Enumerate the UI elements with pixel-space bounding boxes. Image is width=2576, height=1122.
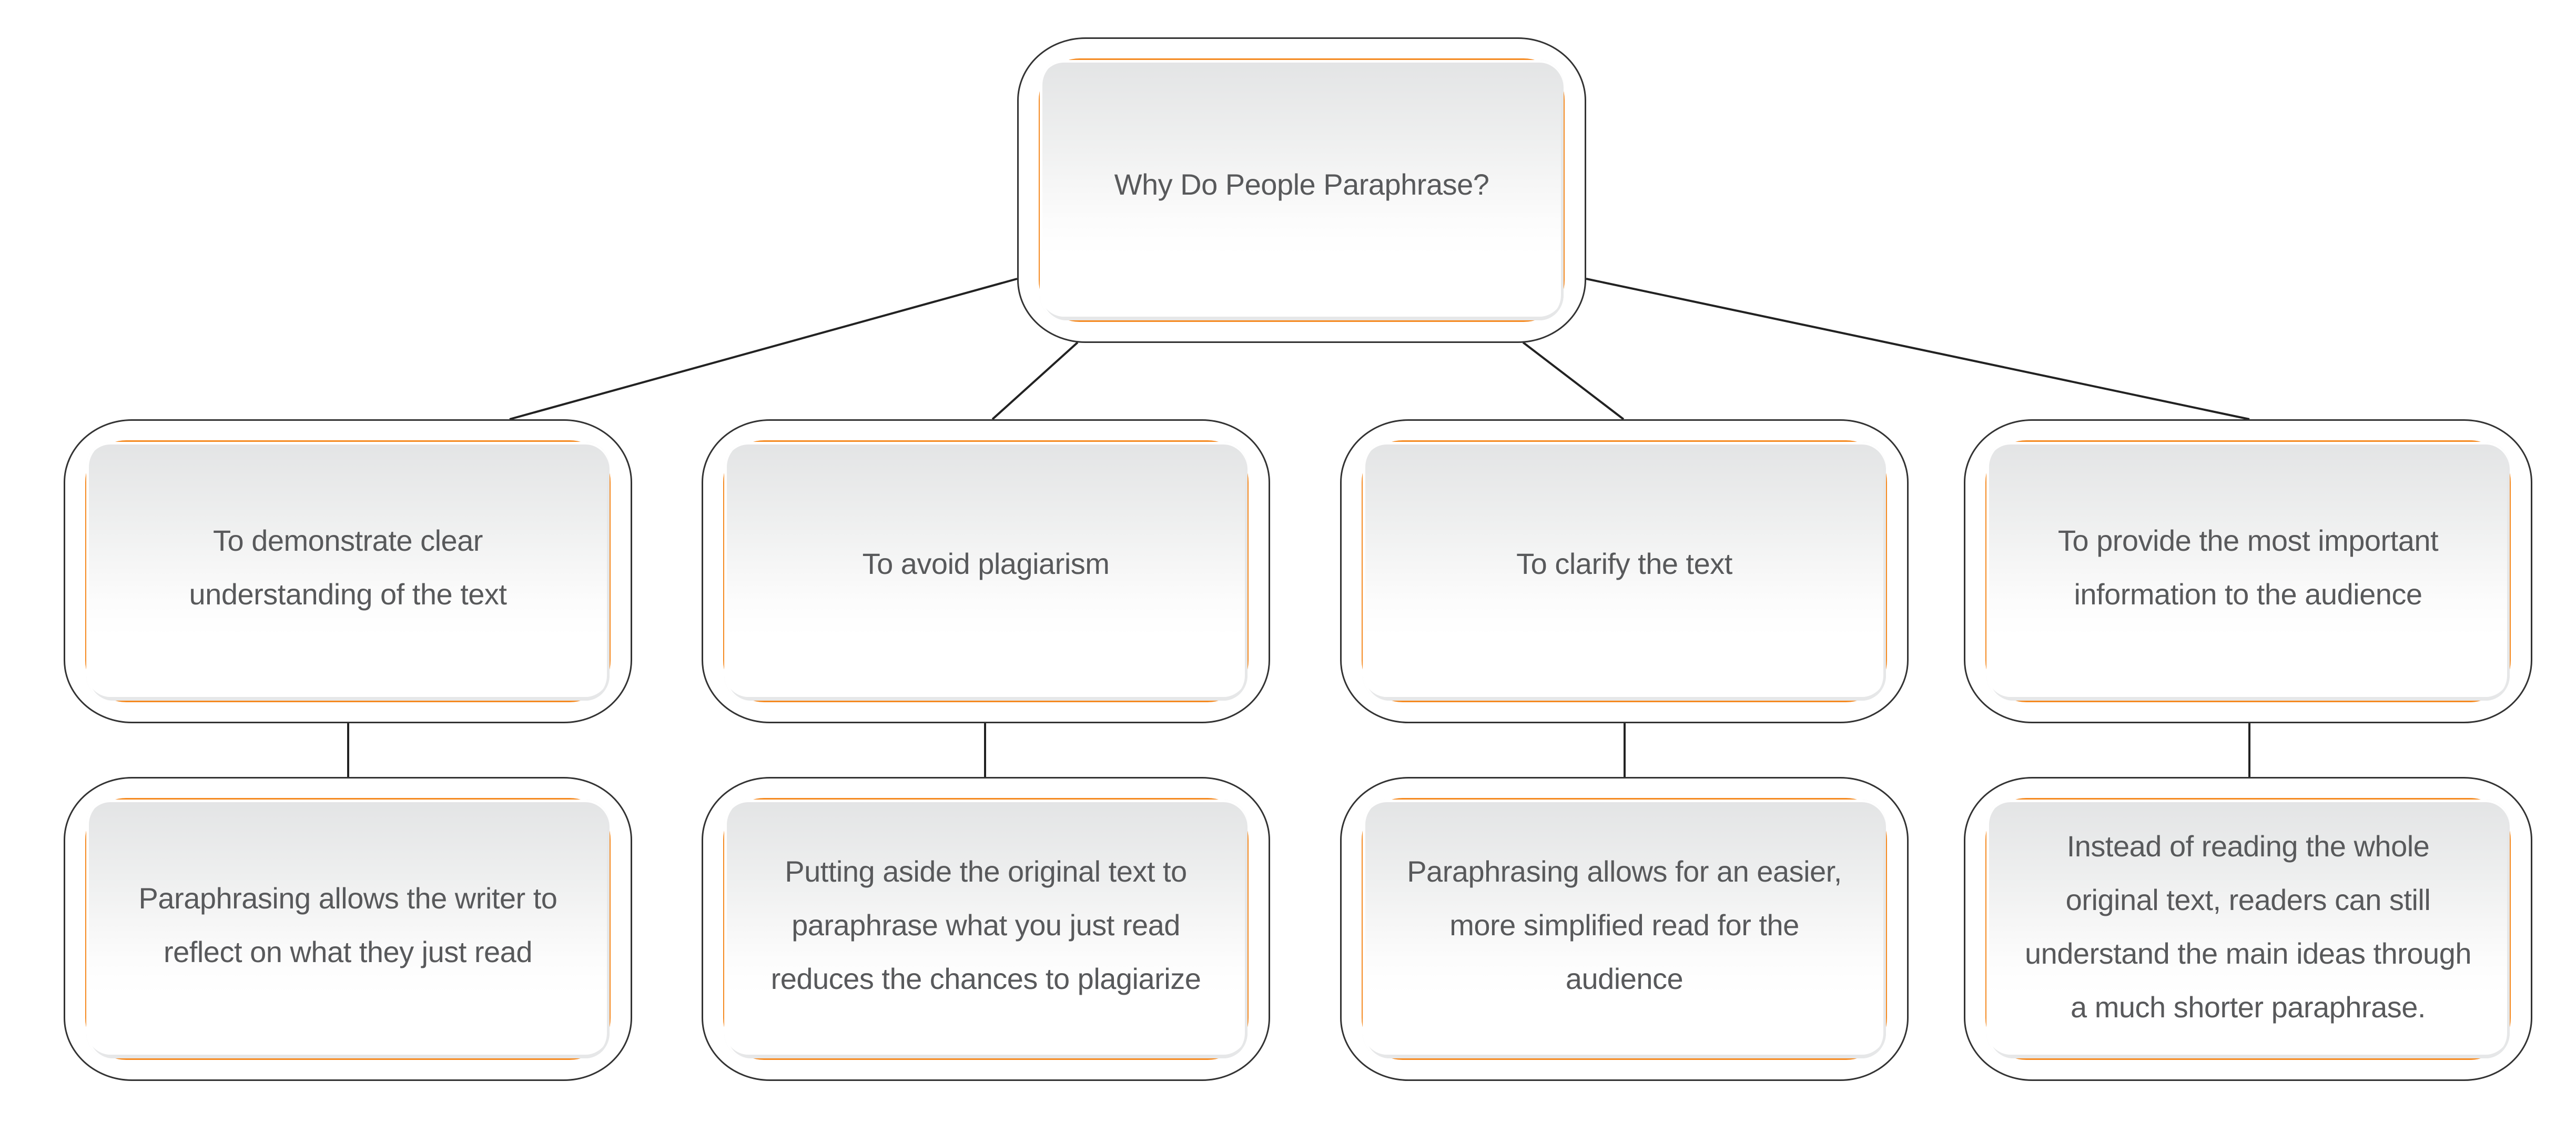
node-face: To demonstrate clear understanding of the…	[86, 442, 610, 701]
label-line: reflect on what they just read	[164, 935, 532, 968]
node-face: To provide the most important information…	[1986, 442, 2510, 701]
label-line: Why Do People Paraphrase?	[1114, 167, 1489, 201]
detail-node-4-label: Instead of reading the whole original tex…	[2025, 820, 2471, 1034]
node-face: Why Do People Paraphrase?	[1040, 60, 1564, 320]
label-line: To provide the most important	[2057, 524, 2439, 557]
reason-node-4: To provide the most important information…	[1964, 419, 2532, 723]
label-line: To demonstrate clear	[213, 524, 483, 557]
label-line: Paraphrasing allows the writer to	[138, 882, 557, 915]
node-face: Instead of reading the whole original tex…	[1986, 800, 2510, 1058]
edge-root-reason-2	[991, 341, 1079, 420]
label-line: original text, readers can still	[2065, 883, 2431, 916]
reason-node-4-label: To provide the most important information…	[2057, 514, 2439, 621]
label-line: reduces the chances to plagiarize	[770, 962, 1201, 995]
detail-node-4: Instead of reading the whole original tex…	[1964, 777, 2532, 1081]
detail-node-2: Putting aside the original text to paraph…	[702, 777, 1270, 1081]
label-line: understanding of the text	[189, 578, 507, 611]
label-line: understand the main ideas through	[2025, 937, 2471, 970]
node-face: To clarify the text	[1363, 442, 1886, 701]
root-node: Why Do People Paraphrase?	[1017, 37, 1586, 343]
detail-node-2-label: Putting aside the original text to paraph…	[771, 845, 1201, 1006]
label-line: To clarify the text	[1516, 547, 1732, 580]
reason-node-3: To clarify the text	[1340, 419, 1909, 723]
reason-node-2-label: To avoid plagiarism	[863, 537, 1110, 591]
edge-root-reason-1	[509, 278, 1018, 420]
reason-node-3-label: To clarify the text	[1516, 537, 1732, 591]
reason-node-1: To demonstrate clear understanding of the…	[64, 419, 632, 723]
edge-root-reason-4	[1586, 278, 2250, 420]
label-line: Putting aside the original text to	[785, 855, 1187, 888]
label-line: a much shorter paraphrase.	[2071, 990, 2426, 1024]
label-line: To avoid plagiarism	[862, 547, 1110, 580]
detail-node-3: Paraphrasing allows for an easier, more s…	[1340, 777, 1909, 1081]
node-face: Paraphrasing allows for an easier, more s…	[1363, 800, 1886, 1058]
reason-node-1-label: To demonstrate clear understanding of the…	[189, 514, 507, 621]
label-line: more simplified read for the	[1449, 908, 1799, 942]
label-line: audience	[1565, 962, 1683, 995]
root-node-label: Why Do People Paraphrase?	[1114, 158, 1489, 211]
label-line: Paraphrasing allows for an easier,	[1407, 855, 1842, 888]
reason-node-2: To avoid plagiarism	[702, 419, 1270, 723]
detail-node-1-label: Paraphrasing allows the writer to reflect…	[139, 872, 557, 979]
label-line: information to the audience	[2074, 578, 2422, 611]
node-face: Putting aside the original text to paraph…	[724, 800, 1248, 1058]
detail-node-1: Paraphrasing allows the writer to reflect…	[64, 777, 632, 1081]
detail-node-3-label: Paraphrasing allows for an easier, more s…	[1407, 845, 1842, 1006]
node-face: Paraphrasing allows the writer to reflect…	[86, 800, 610, 1058]
node-face: To avoid plagiarism	[724, 442, 1248, 701]
label-line: Instead of reading the whole	[2066, 830, 2430, 863]
edge-root-reason-3	[1522, 341, 1625, 420]
label-line: paraphrase what you just read	[792, 908, 1180, 942]
